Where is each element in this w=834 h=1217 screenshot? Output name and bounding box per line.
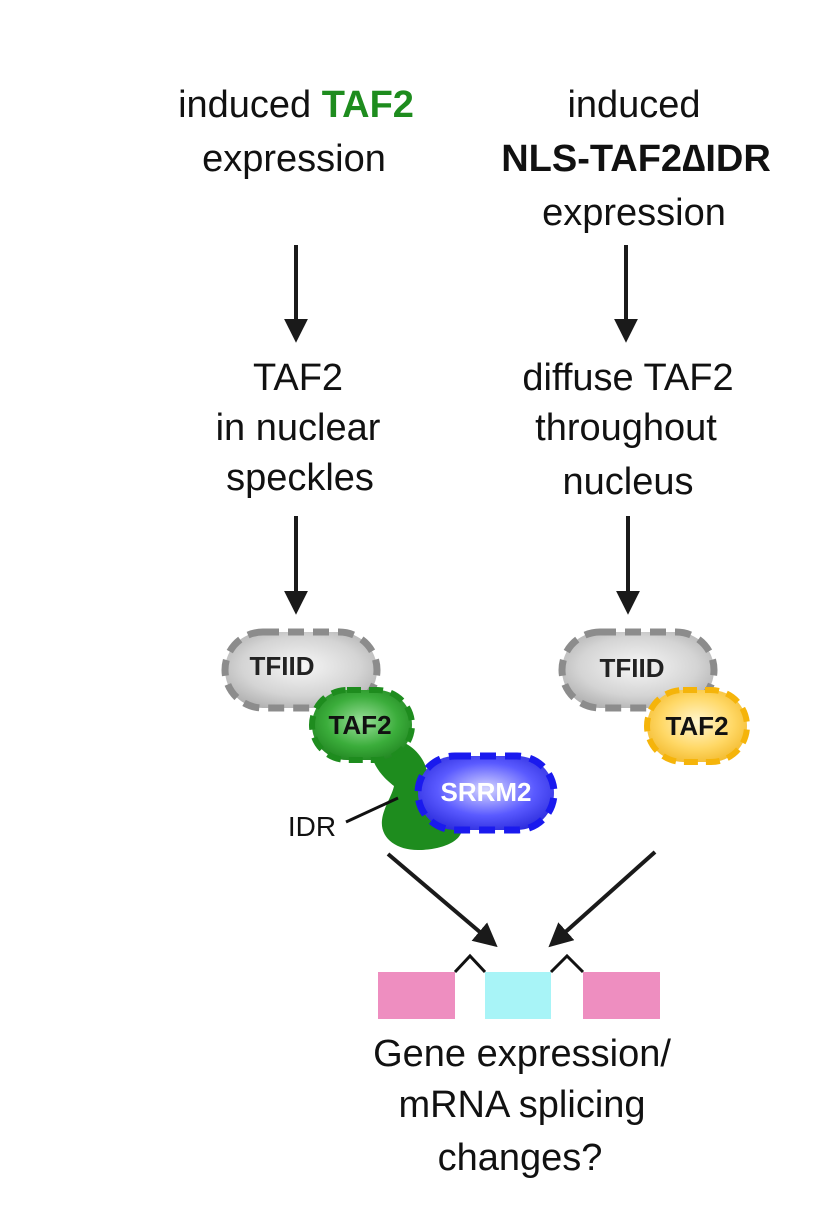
right-expression-label: expression — [542, 192, 726, 234]
right-complex: TFIID TAF2 — [558, 628, 750, 765]
right-induced-label: induced — [567, 84, 700, 126]
right-taf2-node: TAF2 — [644, 687, 750, 765]
intron-2 — [549, 953, 585, 974]
exon-3 — [583, 972, 660, 1019]
idr-pointer-line — [345, 796, 399, 824]
srrm2-label: SRRM2 — [440, 777, 531, 807]
idr-label: IDR — [288, 811, 336, 842]
right-step2-line3: nucleus — [563, 461, 694, 503]
right-nls-taf2-didr-highlight: NLS-TAF2∆IDR — [501, 138, 771, 180]
left-taf2-node: TAF2 — [309, 687, 415, 763]
intron-1 — [453, 953, 487, 974]
right-tfiid-label: TFIID — [600, 653, 665, 683]
left-taf2-label: TAF2 — [328, 710, 391, 740]
left-tfiid-label: TFIID — [250, 651, 315, 681]
right-step2-line2: throughout — [535, 407, 717, 449]
exon-1 — [378, 972, 455, 1019]
left-taf2-highlight: TAF2 — [322, 84, 414, 126]
left-complex: TFIID TAF2 SRRM2 IDR — [221, 628, 558, 850]
left-expression-label: expression — [202, 138, 386, 180]
left-induced-label: induced TAF2 — [178, 84, 414, 126]
srrm2-node: SRRM2 — [414, 752, 558, 834]
right-converging-arrow — [548, 850, 657, 948]
right-step2-line1: diffuse TAF2 — [522, 357, 733, 399]
bottom-line3: changes? — [438, 1137, 603, 1179]
bottom-line2: mRNA splicing — [398, 1084, 645, 1126]
left-step2-line1: TAF2 — [253, 357, 343, 399]
left-step2-line3: speckles — [226, 457, 374, 499]
bottom-line1: Gene expression/ — [373, 1033, 671, 1075]
splicing-diagram — [378, 953, 660, 1019]
left-step2-line2: in nuclear — [216, 407, 381, 449]
left-converging-arrow — [386, 852, 498, 948]
exon-2 — [485, 972, 551, 1019]
right-taf2-label: TAF2 — [665, 711, 728, 741]
